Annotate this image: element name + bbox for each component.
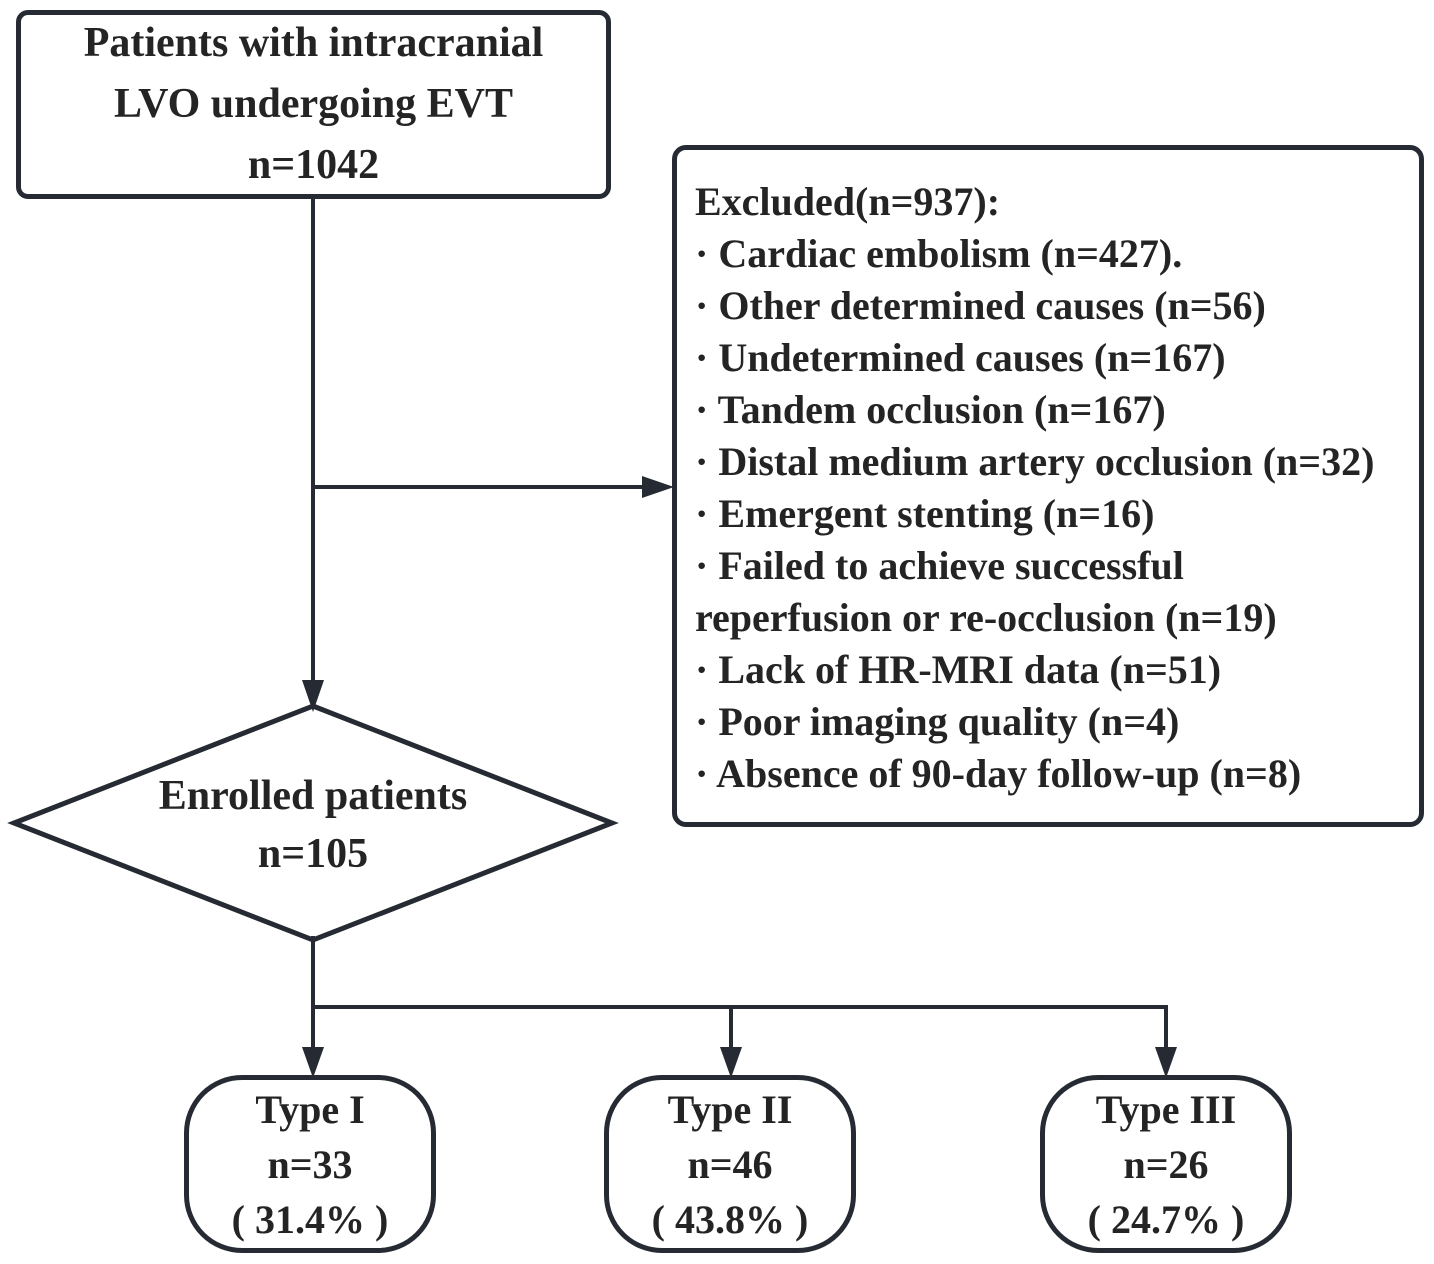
outcome-type-label: Type III <box>1095 1086 1237 1132</box>
excluded-item: · Failed to achieve successful <box>695 543 1184 588</box>
outcome-type-label: Type I <box>255 1086 365 1132</box>
outcome-pct: ( 31.4% ) <box>231 1196 389 1242</box>
excluded-item: · Other determined causes (n=56) <box>695 283 1266 328</box>
excluded-item: · Undetermined causes (n=167) <box>695 335 1226 380</box>
excluded-item: · Cardiac embolism (n=427). <box>695 231 1183 276</box>
excluded-item: · Tandem occlusion (n=167) <box>695 387 1166 432</box>
arrowhead-right-excluded-icon <box>642 476 674 498</box>
patients-line-2: LVO undergoing EVT <box>113 81 514 127</box>
excluded-item-continuation: reperfusion or re-occlusion (n=19) <box>695 595 1277 640</box>
arrowhead-down-type3-icon <box>1155 1047 1177 1078</box>
excluded-item: · Poor imaging quality (n=4) <box>695 699 1180 744</box>
patients-count: n=1042 <box>247 142 380 188</box>
outcome-n: n=46 <box>687 1141 773 1187</box>
arrowhead-down-type1-icon <box>302 1047 324 1078</box>
patients-line-1: Patients with intracranial <box>83 20 544 66</box>
excluded-title: Excluded(n=937): <box>695 179 1001 224</box>
box-type-i: Type I n=33 ( 31.4% ) <box>184 1075 436 1253</box>
box-type-ii: Type II n=46 ( 43.8% ) <box>604 1075 856 1253</box>
box-patients-evt: Patients with intracranial LVO undergoin… <box>16 10 611 199</box>
box-excluded: Excluded(n=937): · Cardiac embolism (n=4… <box>672 145 1424 827</box>
excluded-item: · Emergent stenting (n=16) <box>695 491 1155 536</box>
excluded-item: · Distal medium artery occlusion (n=32) <box>695 439 1375 484</box>
outcome-pct: ( 43.8% ) <box>651 1196 809 1242</box>
excluded-item: · Lack of HR-MRI data (n=51) <box>695 647 1222 692</box>
arrowhead-down-type2-icon <box>720 1047 742 1078</box>
enrolled-label: Enrolled patients <box>158 773 468 819</box>
excluded-item: · Absence of 90-day follow-up (n=8) <box>695 751 1302 796</box>
diamond-enrolled: Enrolled patients n=105 <box>14 708 612 942</box>
outcome-n: n=26 <box>1123 1141 1209 1187</box>
outcome-n: n=33 <box>267 1141 353 1187</box>
outcome-type-label: Type II <box>667 1086 793 1132</box>
enrolled-count: n=105 <box>257 831 369 877</box>
box-type-iii: Type III n=26 ( 24.7% ) <box>1040 1075 1292 1253</box>
arrowhead-down-diamond-icon <box>302 680 324 712</box>
outcome-pct: ( 24.7% ) <box>1087 1196 1245 1242</box>
